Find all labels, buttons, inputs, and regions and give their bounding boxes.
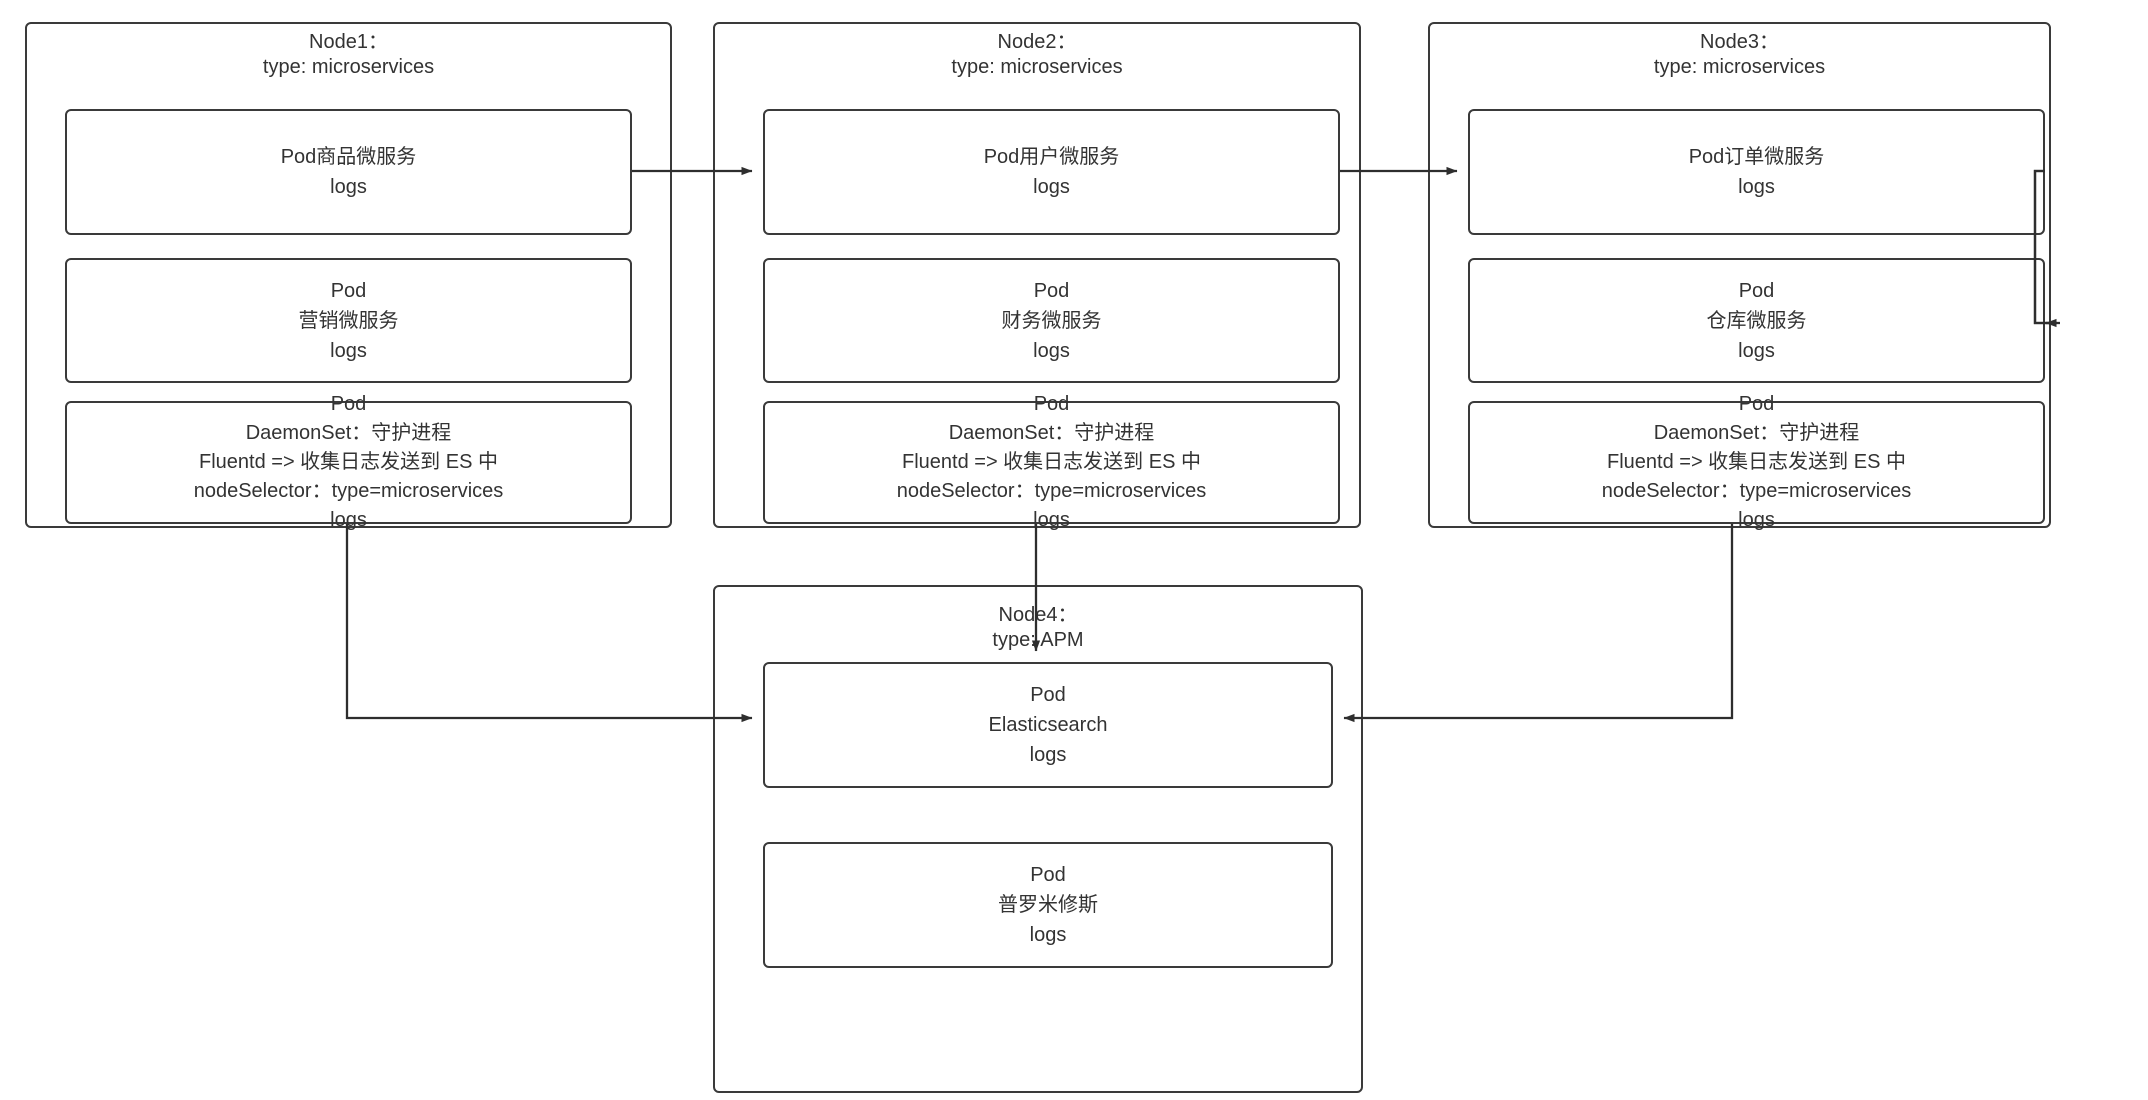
pod-node1-marketing[interactable]: Pod 营销微服务 logs [65, 258, 632, 383]
pod-node1-daemonset[interactable]: Pod DaemonSet：守护进程 Fluentd => 收集日志发送到 ES… [65, 393, 632, 531]
pod-node2-daemonset[interactable]: Pod DaemonSet：守护进程 Fluentd => 收集日志发送到 ES… [763, 393, 1340, 531]
pod-node3-order-label: Pod订单微服务 logs [1688, 146, 1825, 198]
pod-node3-warehouse[interactable]: Pod 仓库微服务 logs [1468, 258, 2045, 383]
pod-node2-user[interactable]: Pod用户微服务 logs [763, 109, 1340, 235]
node-container-node4[interactable] [713, 585, 1363, 1093]
pod-node1-marketing-label: Pod 营销微服务 logs [298, 279, 399, 362]
pod-node2-daemonset-label: Pod DaemonSet：守护进程 Fluentd => 收集日志发送到 ES… [896, 393, 1207, 531]
pod-node3-order[interactable]: Pod订单微服务 logs [1468, 109, 2045, 235]
pod-node4-prometheus-label: Pod 普罗米修斯 logs [998, 864, 1098, 946]
pod-node4-elasticsearch[interactable]: Pod Elasticsearch logs [763, 662, 1333, 788]
connector-node1-daemonset-to-es [345, 524, 753, 723]
pod-node2-finance-label: Pod 财务微服务 logs [1001, 279, 1102, 362]
pod-node1-daemonset-label: Pod DaemonSet：守护进程 Fluentd => 收集日志发送到 ES… [193, 393, 504, 531]
pod-node4-elasticsearch-label: Pod Elasticsearch logs [988, 684, 1108, 766]
pod-node2-finance[interactable]: Pod 财务微服务 logs [763, 258, 1340, 383]
node-title-node2: Node2： type: microservices [951, 31, 1123, 78]
node-title-node3: Node3： type: microservices [1653, 31, 1826, 78]
pod-node3-warehouse-label: Pod 仓库微服务 logs [1706, 279, 1807, 362]
pod-node2-user-label: Pod用户微服务 logs [983, 146, 1120, 198]
node-title-node4: Node4： type: APM [992, 604, 1084, 651]
pod-node1-product[interactable]: Pod商品微服务 logs [65, 109, 632, 235]
pod-node3-daemonset[interactable]: Pod DaemonSet：守护进程 Fluentd => 收集日志发送到 ES… [1468, 393, 2045, 531]
pod-node3-daemonset-label: Pod DaemonSet：守护进程 Fluentd => 收集日志发送到 ES… [1601, 393, 1912, 531]
node-title-node1: Node1： type: microservices [262, 31, 435, 78]
connector-node3-daemonset-to-es [1343, 524, 1734, 723]
pod-node4-prometheus[interactable]: Pod 普罗米修斯 logs [763, 842, 1333, 968]
pod-node1-product-label: Pod商品微服务 logs [280, 146, 417, 198]
